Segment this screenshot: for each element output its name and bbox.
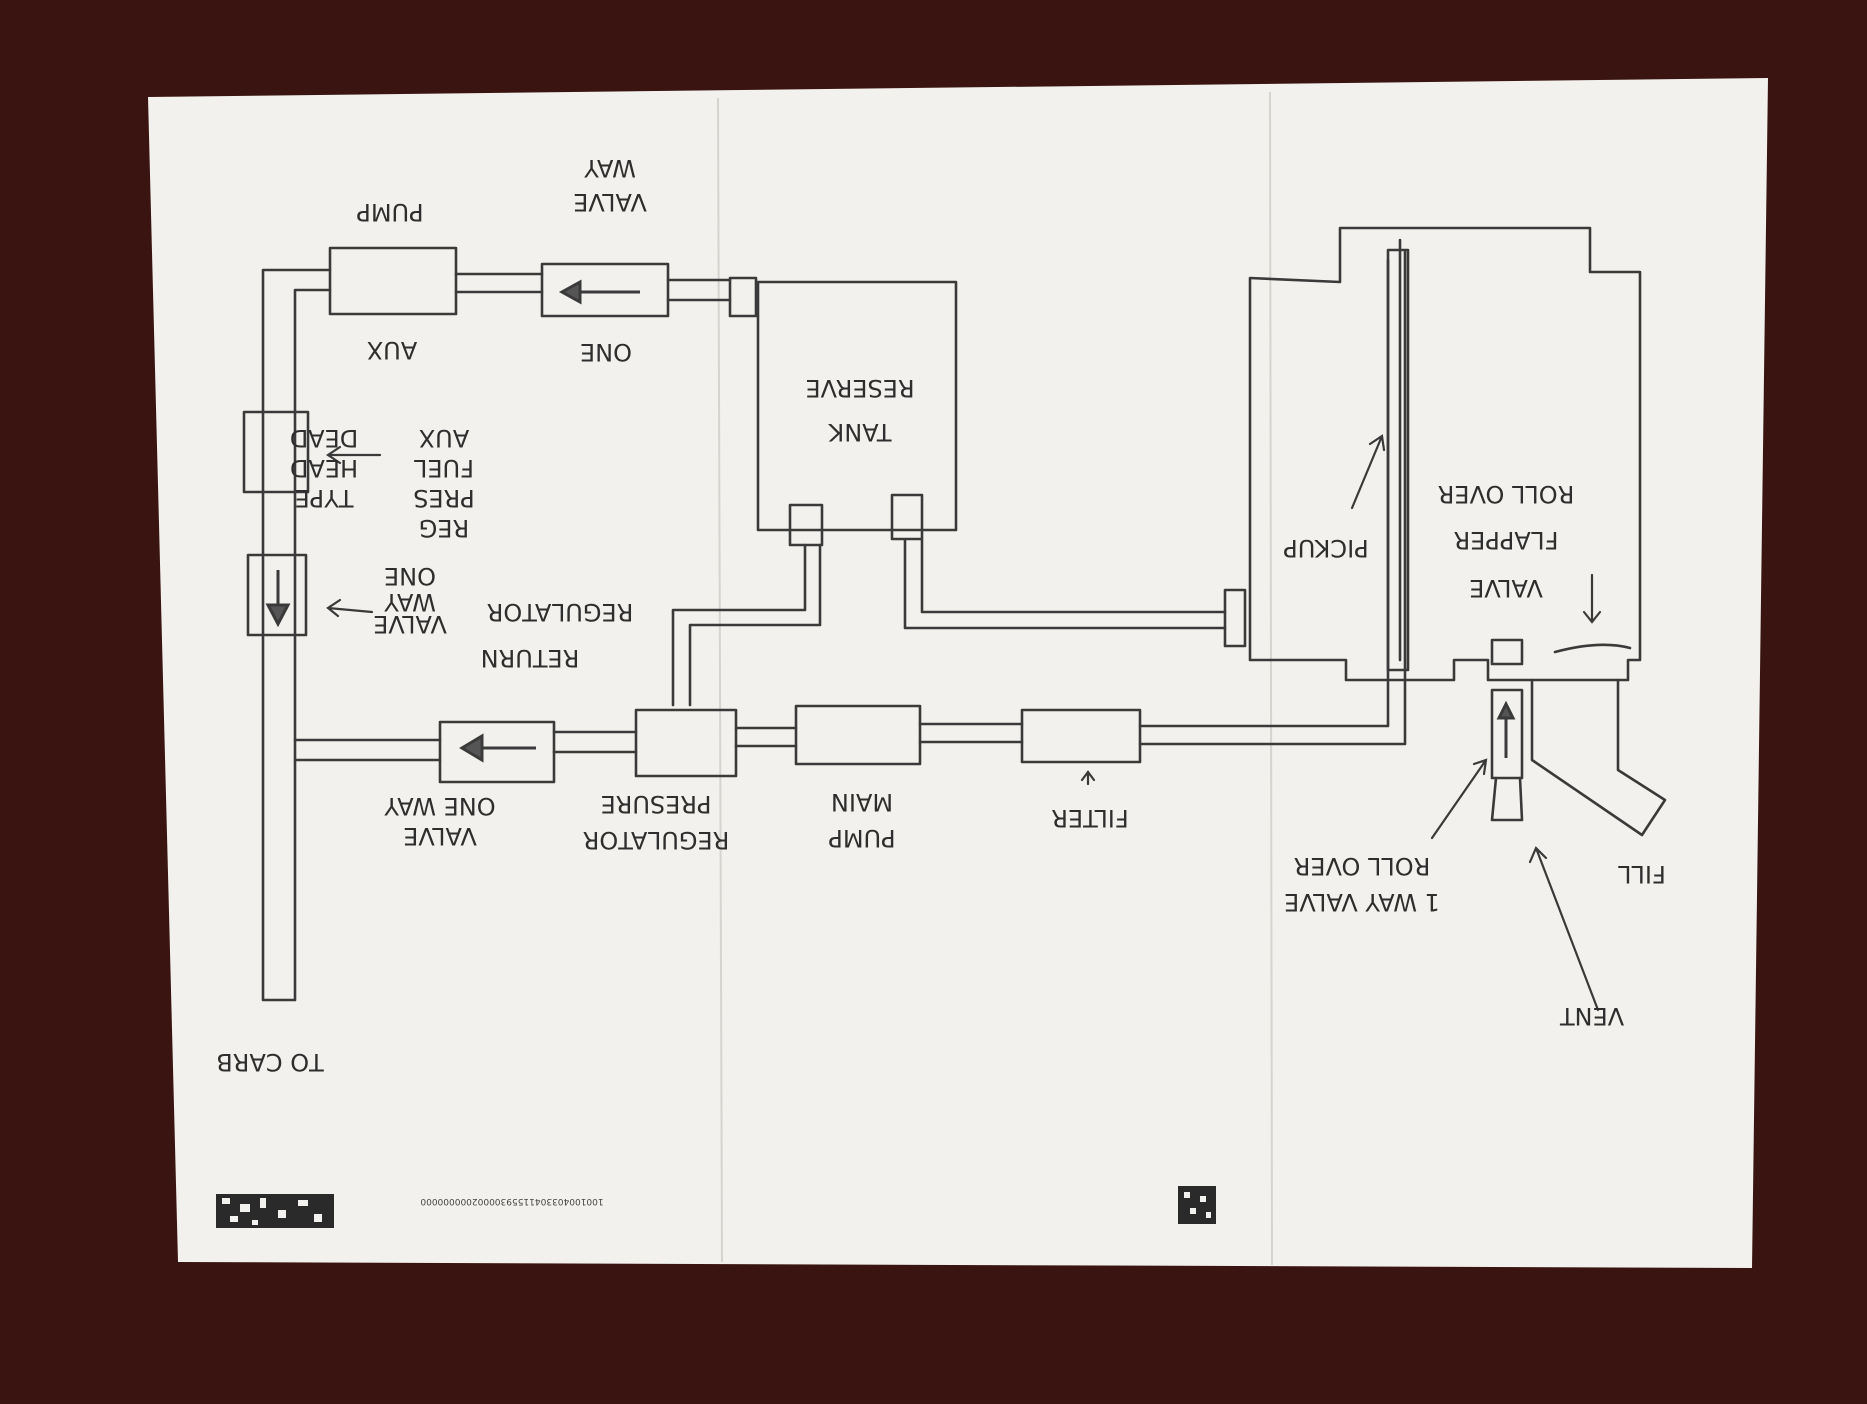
label-rollover-1way-1: ROLL OVER <box>1294 852 1431 880</box>
rollover-1way-valve-box <box>1490 688 1524 780</box>
vent-stub <box>1490 776 1524 822</box>
regulator-return-line <box>671 543 822 707</box>
pickup-tube <box>1386 248 1410 672</box>
label-one-way-top-1: VALVE <box>573 188 647 216</box>
label-pickup: PICKUP <box>1283 534 1368 562</box>
label-to-carb: TO CARB <box>216 1048 325 1076</box>
main-tank-outline <box>1248 226 1642 682</box>
pressure-regulator-box <box>634 708 738 778</box>
label-flapper-2: ROLL OVER <box>1438 480 1575 508</box>
reserve-tank-fitting-right <box>890 493 924 541</box>
label-flapper-0: VALVE <box>1469 574 1543 602</box>
label-aux-reg-5: DEAD <box>290 424 359 452</box>
reserve-to-main-line <box>903 538 1227 630</box>
paper-fold-left <box>717 97 723 1263</box>
label-filter: FILTER <box>1051 804 1128 832</box>
paper-sheet <box>148 78 1768 1268</box>
label-main-pump-0: PUMP <box>828 824 895 852</box>
label-one-way-mid-1: WAY <box>384 588 436 616</box>
pointer-aux-reg <box>326 445 382 465</box>
flow-arrow-bottom-head <box>459 733 484 763</box>
label-aux-pump-0: PUMP <box>356 198 423 226</box>
label-aux-pump-1: AUX <box>367 336 417 364</box>
barcode-number: 10010040330411559300002000000000 <box>420 1196 604 1206</box>
label-reserve-tank-1: RESERVE <box>805 374 914 402</box>
label-regulator-return-0: RETURN <box>481 644 580 672</box>
main-tank-side-fitting <box>1223 588 1247 648</box>
label-aux-reg-0: REG <box>419 514 469 542</box>
pointer-pickup <box>1350 434 1386 510</box>
label-pressure-regulator-0: REGULATOR <box>583 826 730 854</box>
barcode-right <box>1178 1186 1216 1224</box>
flow-arrow-rollover-head <box>1496 700 1516 720</box>
filter-box <box>1020 708 1142 764</box>
pointer-filter <box>1080 770 1096 786</box>
pointer-one-way-mid <box>326 598 374 618</box>
label-pressure-regulator-1: PRESURE <box>601 790 712 818</box>
reserve-tank-outlet-fitting <box>728 276 758 318</box>
one-way-valve-top-box <box>540 262 670 318</box>
paper-fold-right <box>1269 91 1273 1266</box>
flow-arrow-top-head <box>558 279 582 305</box>
label-one-way-mid-0: VALVE <box>373 610 447 638</box>
pointer-flapper <box>1582 573 1602 624</box>
pointer-rollover-1way <box>1430 758 1488 840</box>
rollover-valve-fitting <box>1490 638 1524 666</box>
label-aux-reg-6: AUX <box>419 424 469 452</box>
label-reserve-tank-0: TANK <box>827 418 892 446</box>
label-one-way-top-2: ONE <box>580 338 632 366</box>
main-pump-box <box>794 704 922 766</box>
label-aux-reg-4: HEAD <box>290 454 358 482</box>
label-one-way-bottom-0: VALVE <box>403 822 477 850</box>
label-fill: FILL <box>1618 860 1666 888</box>
carb-feed-line <box>261 268 332 1002</box>
label-one-way-top-0: WAY <box>584 154 636 182</box>
barcode-left <box>216 1194 334 1228</box>
label-aux-reg-2: TYPE <box>295 484 355 512</box>
aux-regulator-box <box>242 410 310 494</box>
label-vent: VENT <box>1560 1002 1625 1030</box>
one-way-valve-mid-box <box>246 553 308 637</box>
flapper-valve <box>1553 643 1632 654</box>
label-one-way-bottom-1: ONE WAY <box>384 792 496 820</box>
aux-pump-box <box>328 246 458 316</box>
reserve-tank-box <box>756 280 958 532</box>
label-main-pump-1: MAIN <box>831 788 893 816</box>
label-one-way-mid-2: ONE <box>384 562 436 590</box>
label-rollover-1way-0: 1 WAY VALVE <box>1284 888 1440 916</box>
fill-neck <box>1530 678 1667 837</box>
label-aux-reg-1: PRES <box>413 484 475 512</box>
flow-arrow-mid-head <box>265 603 291 628</box>
label-aux-reg-3: FUEL <box>413 454 474 482</box>
pointer-vent <box>1528 846 1600 1012</box>
label-flapper-1: FLAPPER <box>1454 526 1559 554</box>
label-regulator-return-1: REGULATOR <box>487 598 634 626</box>
